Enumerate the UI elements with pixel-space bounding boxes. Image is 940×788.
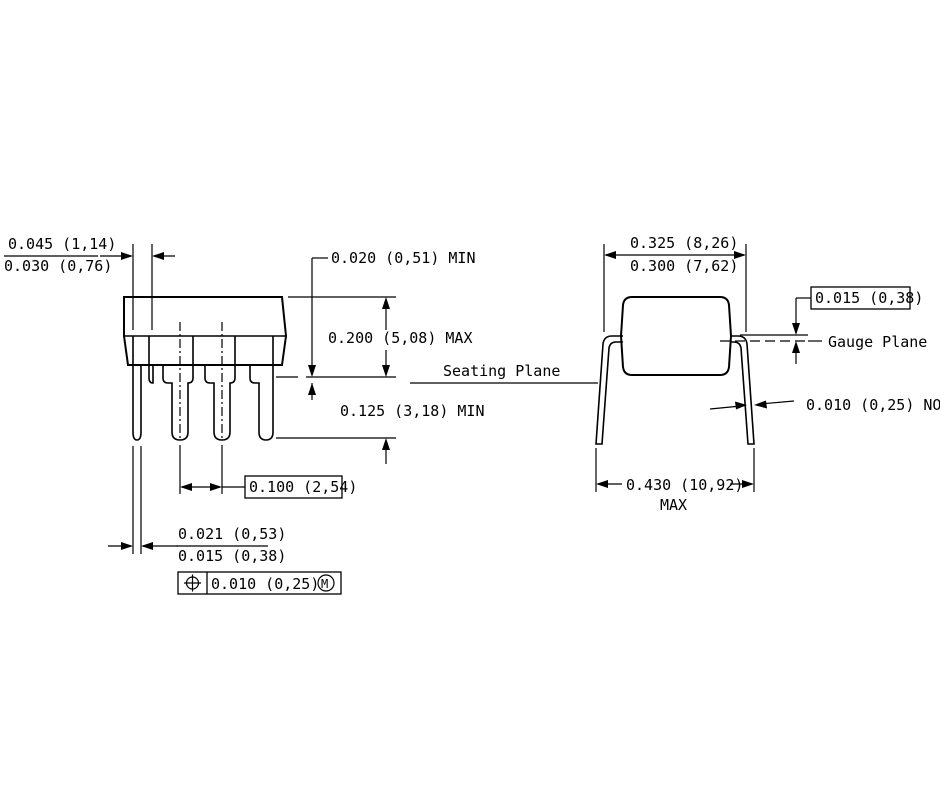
lead-width-min-label: 0.015 (0,38)	[178, 547, 286, 565]
gauge-dimension-label: 0.015 (0,38)	[815, 289, 923, 307]
lead-shoulder-min-label: 0.030 (0,76)	[4, 257, 112, 275]
side-view: 0.045 (1,14) 0.030 (0,76) 0.020 (0,51) M…	[4, 235, 485, 595]
pitch-dimension-box	[244, 475, 343, 499]
position-tolerance-frame: 0.010 (0,25) M	[177, 571, 342, 595]
lead-width-max-label: 0.021 (0,53)	[178, 525, 286, 543]
mmc-modifier-icon	[317, 574, 335, 592]
package-body-end	[619, 296, 733, 376]
leads-side	[132, 336, 274, 441]
standoff-min-label: 0.020 (0,51) MIN	[331, 249, 476, 267]
seated-height-max-label: 0.200 (5,08) MAX	[328, 329, 473, 347]
gauge-dimension-box	[810, 286, 911, 310]
overall-width-max-label: MAX	[660, 496, 687, 514]
lead-end-right	[731, 335, 755, 445]
lead-shoulder-max-label: 0.045 (1,14)	[8, 235, 116, 253]
position-tolerance-icon	[184, 574, 201, 592]
overall-width-label: 0.430 (10,92)	[626, 476, 743, 494]
lead-thickness-label: 0.010 (0,25) NOM	[806, 396, 940, 414]
lead-end-left	[595, 335, 623, 445]
row-spacing-min-label: 0.300 (7,62)	[630, 257, 738, 275]
pitch-label: 0.100 (2,54)	[249, 478, 357, 496]
seating-plane-label: Seating Plane	[443, 362, 560, 380]
tolerance-value: 0.010 (0,25)	[211, 575, 319, 593]
lead-length-min-label: 0.125 (3,18) MIN	[340, 402, 485, 420]
gauge-plane-label: Gauge Plane	[828, 333, 927, 351]
mmc-modifier-label: M	[321, 577, 328, 591]
end-view: 0.325 (8,26) 0.300 (7,62) Gauge Plane 0.…	[595, 234, 940, 514]
row-spacing-max-label: 0.325 (8,26)	[630, 234, 738, 252]
